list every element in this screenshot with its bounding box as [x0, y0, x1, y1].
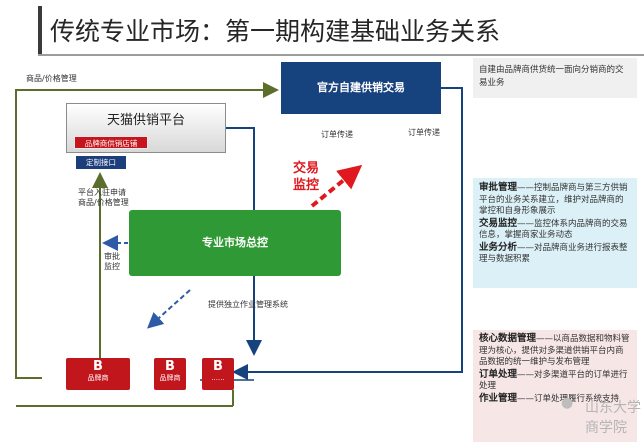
brand-box-2: B 品牌商 — [154, 358, 186, 390]
title-rule — [38, 54, 644, 56]
title-bar — [38, 6, 642, 54]
label-goods-price-top: 商品/价格管理 — [26, 74, 77, 83]
label-provide-system: 提供独立作业管理系统 — [208, 300, 288, 309]
info-mid-text: ——对品牌商业务进行报表整理与数据积累 — [479, 242, 628, 265]
info-mid-item: 审批管理——控制品牌商与第三方供销平台的业务关系建立，维护对品牌商的掌控和自身形… — [479, 182, 631, 218]
info-panel-bottom: 核心数据管理——以商品数据和物料管理为核心，提供对多渠道供销平台内商品数据的统一… — [473, 330, 637, 442]
info-bot-head: 订单处理 — [479, 368, 518, 380]
label-order-pass-1: 订单传递 — [321, 130, 353, 139]
wechat-icon: ● — [561, 395, 574, 411]
custom-interface-box: 定制接口 — [76, 156, 126, 169]
info-mid-head: 业务分析 — [479, 241, 518, 253]
brand-store-badge: 品牌商供销店铺 — [74, 136, 148, 149]
info-panel-middle: 审批管理——控制品牌商与第三方供销平台的业务关系建立，维护对品牌商的掌控和自身形… — [473, 178, 637, 288]
brand-box-letter: B — [93, 359, 103, 374]
trade-monitor-label: 交易 监控 — [293, 160, 319, 194]
brand-box-1: B 品牌商 — [66, 358, 130, 390]
brand-box-3: B ...... — [202, 358, 234, 390]
market-control-box: 专业市场总控 — [129, 210, 341, 276]
label-platform-join: 平台入驻申请 — [78, 188, 126, 197]
navy-order-line-1 — [226, 127, 262, 356]
info-bot-head: 作业管理 — [479, 392, 518, 404]
info-mid-item: 业务分析——对品牌商业务进行报表整理与数据积累 — [479, 242, 631, 266]
navy-order-line-2 — [232, 87, 463, 380]
info-bot-text: ——订单处理履行系统支持 — [517, 393, 620, 404]
brand-box-sub: 品牌商 — [159, 374, 181, 382]
trade-monitor-arrow — [310, 164, 363, 208]
info-bot-head: 核心数据管理 — [479, 333, 537, 344]
info-mid-text: ——监控体系内品牌商的交易信息，掌握商家业务动态 — [479, 218, 628, 241]
label-goods-price-mid: 商品/价格管理 — [78, 198, 129, 207]
brand-box-letter: B — [213, 359, 223, 374]
info-bot-text: ——对多渠道平台的订单进行处理 — [479, 369, 628, 392]
label-order-pass-2: 订单传递 — [408, 128, 440, 137]
olive-outer-loop — [15, 82, 279, 379]
trade-monitor-line-1: 交易 — [293, 161, 320, 176]
info-mid-head: 审批管理 — [479, 182, 518, 193]
tmall-title: 天猫供销平台 — [106, 113, 185, 128]
brand-box-letter: B — [165, 359, 175, 374]
info-mid-text: ——控制品牌商与第三方供销平台的业务关系建立，维护对品牌商的掌控和自身形象展示 — [479, 183, 628, 216]
page-title: 传统专业市场：第一期构建基础业务关系 — [50, 17, 501, 46]
watermark: 山东大学商学院 — [585, 400, 641, 436]
info-bot-item: 订单处理——对多渠道平台的订单进行处理 — [479, 369, 631, 393]
label-audit: 审批 — [104, 252, 120, 261]
info-panel-top: 自建由品牌商供货统一面向分销商的交易业务 — [473, 58, 637, 98]
dashed-arrow-down — [147, 289, 191, 329]
label-monitor: 监控 — [104, 262, 120, 271]
brand-box-sub: 品牌商 — [87, 374, 109, 382]
trade-monitor-line-2: 监控 — [293, 178, 320, 193]
info-bot-item: 核心数据管理——以商品数据和物料管理为核心，提供对多渠道供销平台内商品数据的统一… — [479, 333, 631, 369]
brand-box-sub: ...... — [211, 374, 225, 382]
info-bot-text: ——以商品数据和物料管理为核心，提供对多渠道供销平台内商品数据的统一维护与发布管… — [479, 334, 630, 367]
official-supply-box: 官方自建供销交易 — [281, 62, 441, 114]
info-bot-item: 作业管理——订单处理履行系统支持 — [479, 393, 631, 406]
info-mid-head: 交易监控 — [479, 217, 518, 229]
info-mid-item: 交易监控——监控体系内品牌商的交易信息，掌握商家业务动态 — [479, 218, 631, 242]
